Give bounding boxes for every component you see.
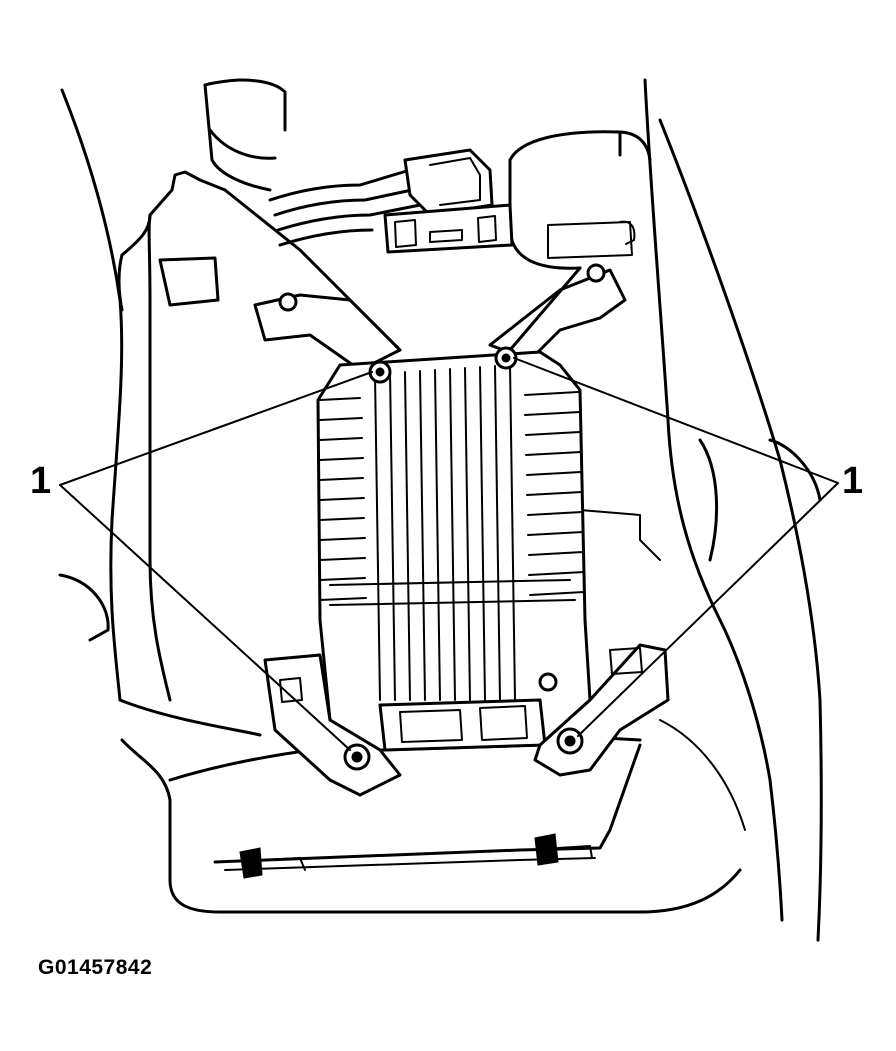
- leader-right-upper: [513, 357, 839, 484]
- amplifier-module: [263, 350, 670, 797]
- leader-lines: [59, 357, 839, 751]
- clip-left: [239, 847, 263, 879]
- leader-left-lower: [59, 484, 351, 751]
- wiring-harness: [268, 148, 514, 254]
- leader-left-upper: [59, 371, 373, 486]
- lower-rail: [213, 743, 642, 879]
- callout-label-left: 1: [30, 460, 52, 502]
- callout-label-right: 1: [842, 460, 864, 502]
- heat-sink-fins: [319, 364, 585, 701]
- clip-right: [534, 833, 559, 866]
- leader-right-lower: [577, 482, 839, 737]
- figure-id-label: G01457842: [38, 956, 153, 979]
